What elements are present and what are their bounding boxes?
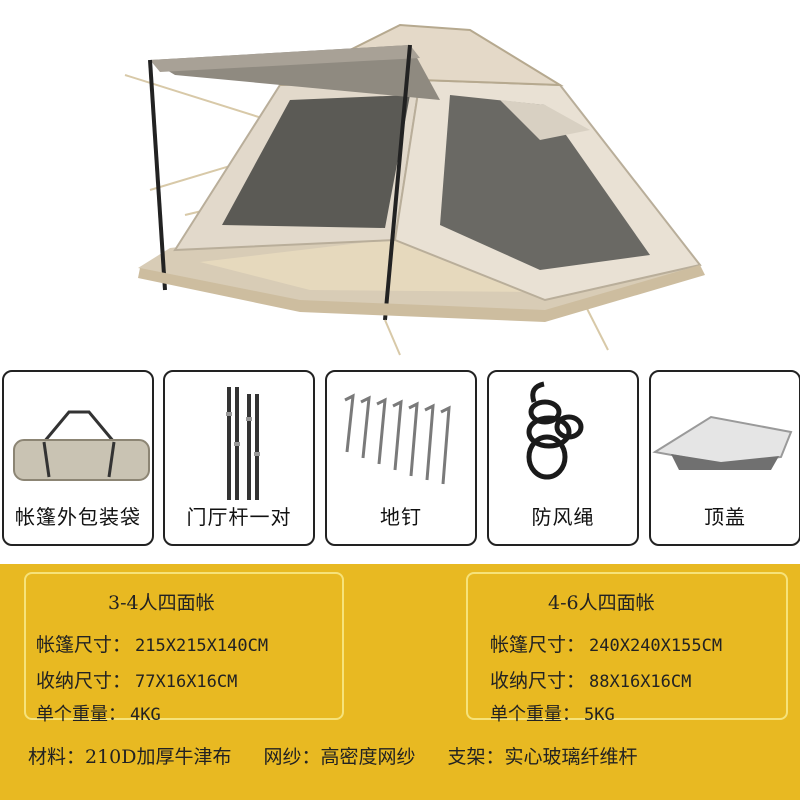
weight-label: 单个重量： bbox=[490, 704, 580, 725]
accessory-card-vestibule-poles: 门厅杆一对 bbox=[163, 370, 315, 546]
vestibule-poles-icon bbox=[226, 387, 260, 500]
rain-fly-icon bbox=[652, 415, 793, 470]
accessory-label: 帐篷外包装袋 bbox=[15, 505, 141, 529]
frame-spec: 支架：实心玻璃纤维杆 bbox=[447, 746, 638, 768]
model-title: 4-6人四面帐 bbox=[548, 592, 655, 614]
weight-row: 单个重量：4KG bbox=[36, 700, 161, 726]
accessory-label: 顶盖 bbox=[704, 505, 746, 529]
model-spec-3-4: 3-4人四面帐 帐篷尺寸：215X215X140CM 收纳尺寸：77X16X16… bbox=[24, 572, 344, 725]
weight-value: 5KG bbox=[584, 705, 615, 725]
packed-size-value: 77X16X16CM bbox=[135, 672, 238, 692]
tent-size-value: 215X215X140CM bbox=[135, 636, 269, 656]
weight-row: 单个重量：5KG bbox=[490, 700, 615, 726]
tent-size-label: 帐篷尺寸： bbox=[36, 634, 132, 656]
accessory-card-carry-bag: 帐篷外包装袋 bbox=[2, 370, 154, 546]
packed-size-label: 收纳尺寸： bbox=[490, 670, 586, 692]
wind-rope-icon bbox=[526, 381, 584, 480]
tent-size-row: 帐篷尺寸：240X240X155CM bbox=[490, 630, 722, 657]
ground-stakes-icon bbox=[344, 393, 451, 485]
packed-size-row: 收纳尺寸：88X16X16CM bbox=[490, 666, 691, 693]
model-title: 3-4人四面帐 bbox=[108, 592, 215, 614]
tent-size-value: 240X240X155CM bbox=[589, 636, 723, 656]
accessory-label: 地钉 bbox=[380, 505, 422, 529]
mesh-spec: 网纱：高密度网纱 bbox=[263, 746, 416, 768]
carry-bag-icon bbox=[13, 410, 150, 481]
packed-size-row: 收纳尺寸：77X16X16CM bbox=[36, 666, 237, 693]
weight-label: 单个重量： bbox=[36, 704, 126, 725]
accessory-card-rain-fly: 顶盖 bbox=[649, 370, 800, 546]
accessory-label: 防风绳 bbox=[531, 505, 595, 529]
tent-illustration bbox=[124, 23, 705, 356]
materials-line: 材料：210D加厚牛津布 网纱：高密度网纱 支架：实心玻璃纤维杆 bbox=[28, 742, 638, 769]
tent-size-label: 帐篷尺寸： bbox=[490, 634, 586, 656]
packed-size-label: 收纳尺寸： bbox=[36, 670, 132, 692]
accessory-card-wind-rope: 防风绳 bbox=[487, 370, 639, 546]
weight-value: 4KG bbox=[130, 705, 161, 725]
accessory-card-ground-stakes: 地钉 bbox=[325, 370, 477, 546]
fabric-spec: 材料：210D加厚牛津布 bbox=[28, 746, 232, 768]
model-spec-4-6: 4-6人四面帐 帐篷尺寸：240X240X155CM 收纳尺寸：88X16X16… bbox=[466, 572, 788, 725]
tent-size-row: 帐篷尺寸：215X215X140CM bbox=[36, 630, 268, 657]
packed-size-value: 88X16X16CM bbox=[589, 672, 692, 692]
accessories-row: 帐篷外包装袋 门厅杆一对 bbox=[0, 366, 800, 554]
accessory-label: 门厅杆一对 bbox=[186, 505, 292, 529]
spec-panel: 3-4人四面帐 帐篷尺寸：215X215X140CM 收纳尺寸：77X16X16… bbox=[0, 564, 800, 800]
tent-photo bbox=[0, 0, 800, 362]
